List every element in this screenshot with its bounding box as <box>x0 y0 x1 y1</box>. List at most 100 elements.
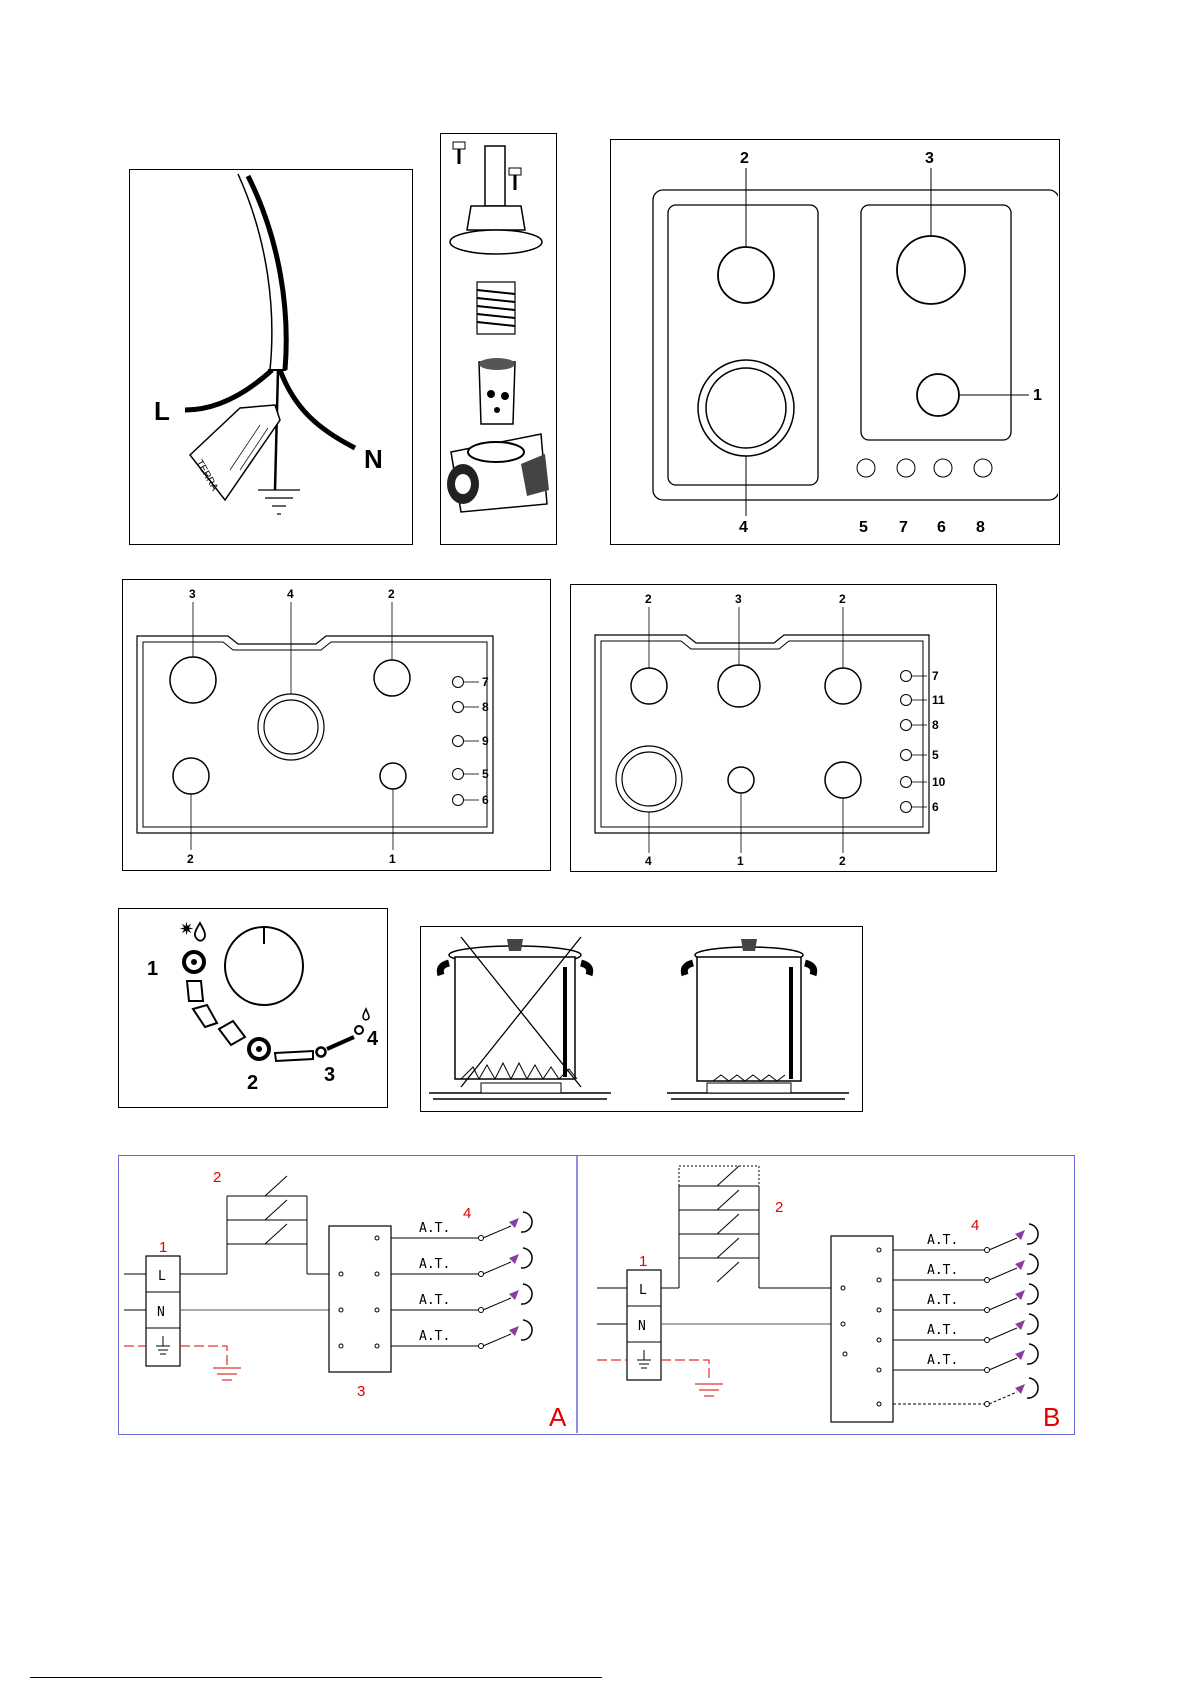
at-label-b-1: A.T. <box>927 1233 958 1248</box>
position-4-marker <box>355 1026 363 1034</box>
burner-1 <box>917 374 959 416</box>
burner-2-bottom <box>825 762 861 798</box>
flame-small-icon <box>363 1009 369 1020</box>
hob-6-burner-drawing: 2 3 2 4 1 2 7 11 8 5 10 6 <box>571 585 995 870</box>
position-label-1: 1 <box>147 958 158 980</box>
schematic-b-label-1: 1 <box>639 1253 647 1270</box>
hob-6-burner-panel: 2 3 2 4 1 2 7 11 8 5 10 6 <box>570 584 997 872</box>
hob6-top-3: 3 <box>735 592 742 606</box>
position-label-4: 4 <box>367 1028 379 1050</box>
hob4-label-7: 7 <box>899 519 908 536</box>
ignitor-electrodes-a <box>509 1218 519 1336</box>
hob6-knob-7: 7 <box>932 669 939 683</box>
hob5-bottom-1: 1 <box>389 852 396 866</box>
hob6-knob-6: 6 <box>932 800 939 814</box>
pot-size-drawing <box>421 927 861 1110</box>
page-bottom-rule <box>30 1677 602 1678</box>
hob6-bottom-4: 4 <box>645 854 652 868</box>
terminal-a-n: N <box>157 1305 165 1320</box>
hob6-knob-8: 8 <box>932 718 939 732</box>
hob5-knob-5: 5 <box>482 767 489 781</box>
hob5-top-3: 3 <box>189 587 196 601</box>
hob6-knob-11: 11 <box>932 693 945 707</box>
at-label-a-4: A.T. <box>419 1329 450 1344</box>
schematic-b-label-4: 4 <box>971 1217 979 1234</box>
ignitor-electrodes-b <box>1015 1230 1025 1394</box>
hob5-knob-7: 7 <box>482 675 489 689</box>
hob4-label-5: 5 <box>859 519 868 536</box>
hob6-knob-5: 5 <box>932 748 939 762</box>
terminal-b-l: L <box>639 1283 647 1298</box>
burner-2-right <box>825 668 861 704</box>
at-label-b-5: A.T. <box>927 1353 958 1368</box>
cable-wiring-drawing: L N TERRA <box>130 170 411 543</box>
at-label-b-2: A.T. <box>927 1263 958 1278</box>
schematic-b: L N <box>597 1166 1060 1432</box>
hob4-label-8: 8 <box>976 519 985 536</box>
hob5-knob-9: 9 <box>482 734 489 748</box>
burner-3 <box>170 657 216 703</box>
position-3-marker <box>317 1048 326 1057</box>
burner-2 <box>718 247 774 303</box>
schematic-a-label-3: 3 <box>357 1383 365 1400</box>
at-label-a-3: A.T. <box>419 1293 450 1308</box>
hob4-label-6: 6 <box>937 519 946 536</box>
spark-icon: ✷ <box>179 919 194 939</box>
hob6-knob-10: 10 <box>932 775 946 789</box>
distributor-b <box>831 1236 893 1422</box>
schematic-b-tag: B <box>1043 1402 1060 1432</box>
at-label-a-1: A.T. <box>419 1221 450 1236</box>
burner-3 <box>718 665 760 707</box>
hob5-bottom-2: 2 <box>187 852 194 866</box>
hob4-label-3: 3 <box>925 150 934 167</box>
schematic-a-label-1: 1 <box>159 1239 167 1256</box>
schematic-a-tag: A <box>549 1402 567 1432</box>
burner-2-left <box>631 668 667 704</box>
knob-8 <box>974 459 992 477</box>
knob-7 <box>897 459 915 477</box>
valve-exploded-drawing <box>441 134 555 543</box>
schematic-drawing: L N A.T. A.T. A.T. A.T. <box>119 1156 1073 1433</box>
hob6-bottom-2: 2 <box>839 854 846 868</box>
schematic-a: L N A.T. A.T. A.T. A.T. <box>124 1169 567 1432</box>
neutral-label: N <box>364 444 383 474</box>
at-label-b-3: A.T. <box>927 1293 958 1308</box>
position-label-3: 3 <box>324 1064 335 1086</box>
burner-2-bottom <box>173 758 209 794</box>
schematic-a-label-2: 2 <box>213 1169 221 1186</box>
burner-1 <box>728 767 754 793</box>
burner-3 <box>897 236 965 304</box>
at-label-a-2: A.T. <box>419 1257 450 1272</box>
hob5-top-4: 4 <box>287 587 294 601</box>
terminal-a-l: L <box>158 1269 166 1284</box>
hob6-top-2-left: 2 <box>645 592 652 606</box>
live-label: L <box>154 396 170 426</box>
pot-size-panel <box>420 926 863 1112</box>
position-label-2: 2 <box>247 1072 258 1094</box>
hob5-knob-6: 6 <box>482 793 489 807</box>
flame-large-icon <box>195 923 205 941</box>
schematic-b-label-2: 2 <box>775 1199 783 1216</box>
hob4-label-4: 4 <box>739 519 748 536</box>
pot-too-small-burner <box>429 937 611 1099</box>
hob4-label-2: 2 <box>740 150 749 167</box>
burner-1 <box>380 763 406 789</box>
valve-exploded-panel <box>440 133 557 545</box>
hob6-bottom-1: 1 <box>737 854 744 868</box>
hob6-top-2-right: 2 <box>839 592 846 606</box>
distributor-a <box>329 1226 391 1372</box>
schematic-a-label-4: 4 <box>463 1205 471 1222</box>
cable-wiring-panel: L N TERRA <box>129 169 413 545</box>
knob-6 <box>934 459 952 477</box>
knob-5 <box>857 459 875 477</box>
hob5-knob-8: 8 <box>482 700 489 714</box>
hob4-label-1: 1 <box>1033 387 1042 404</box>
hob5-top-2: 2 <box>388 587 395 601</box>
knob-positions-drawing: ✷ 1 2 3 4 <box>119 909 386 1106</box>
hob-5-burner-panel: 3 4 2 2 1 7 8 9 5 6 <box>122 579 551 871</box>
earth-tag-shape <box>190 405 280 500</box>
knob-positions-panel: ✷ 1 2 3 4 <box>118 908 388 1108</box>
terminal-b-n: N <box>638 1319 646 1334</box>
hob-4-burner-panel: 2 3 1 4 5 7 6 8 <box>610 139 1060 545</box>
hob-4-burner-drawing: 2 3 1 4 5 7 6 8 <box>611 140 1058 543</box>
